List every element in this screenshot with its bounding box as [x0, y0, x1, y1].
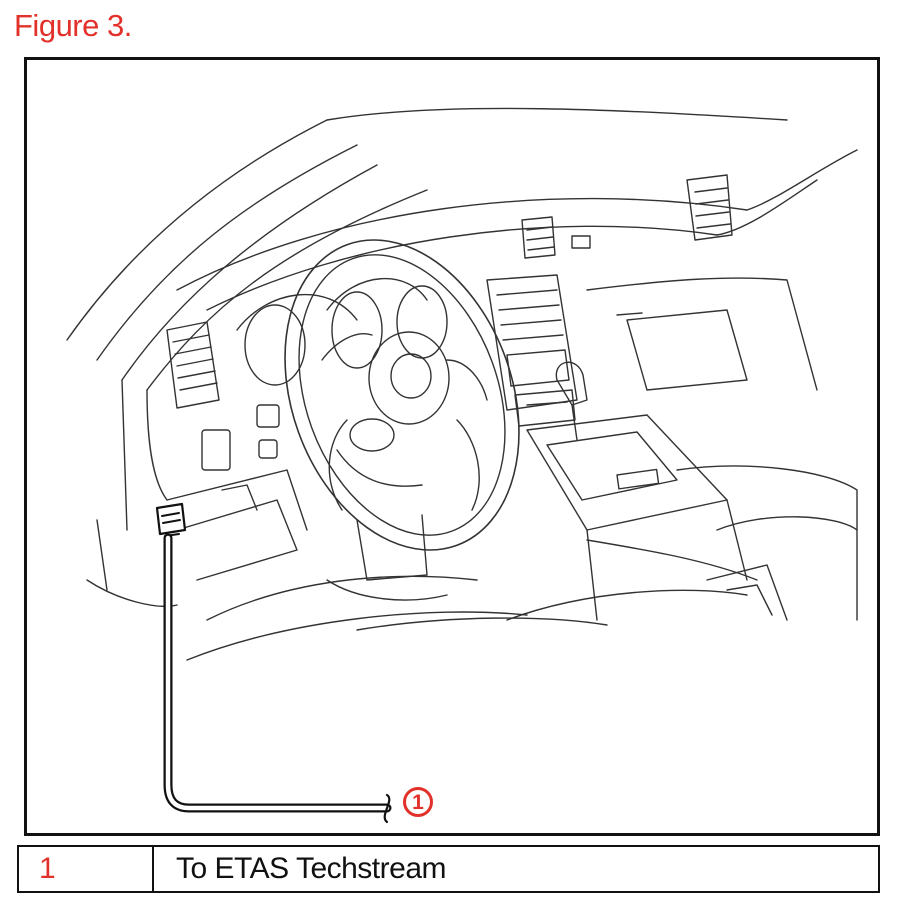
- figure-title: Figure 3.: [14, 8, 132, 43]
- legend-table: 1 To ETAS Techstream: [17, 845, 880, 893]
- legend-description: To ETAS Techstream: [176, 852, 447, 885]
- diagram-frame: [24, 57, 880, 836]
- dashboard-illustration: [66, 107, 858, 824]
- legend-number: 1: [19, 847, 154, 891]
- callout-marker: 1: [403, 787, 433, 817]
